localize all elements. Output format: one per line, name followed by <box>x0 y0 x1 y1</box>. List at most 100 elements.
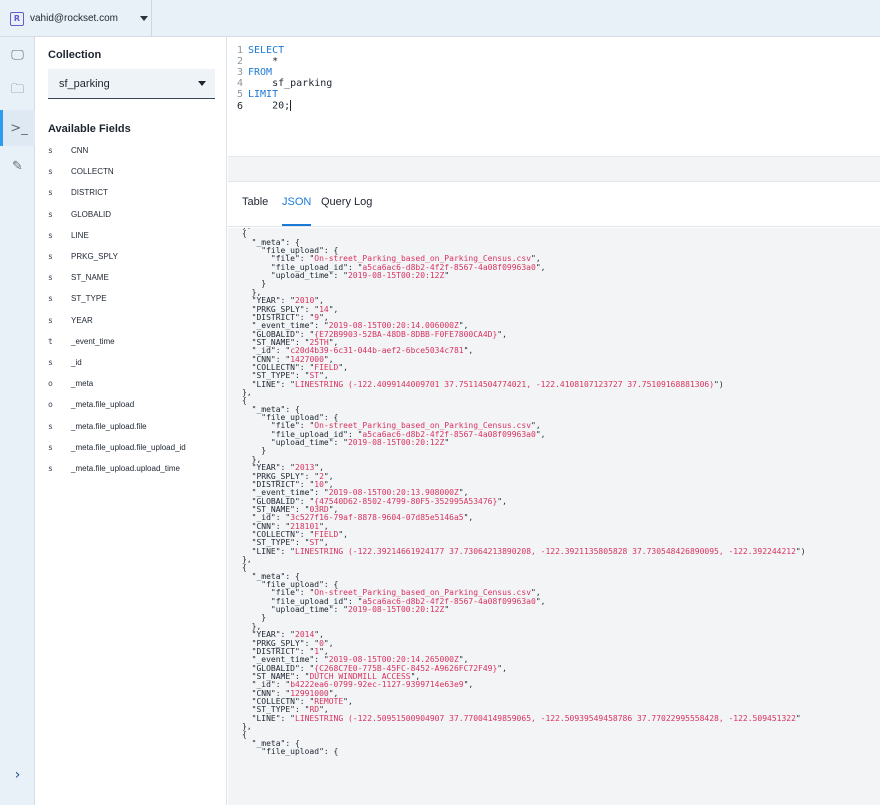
json-line: "ST_NAME": "25TH", <box>242 337 339 347</box>
json-key: "COLLECTN": <box>242 696 310 706</box>
field-type: s <box>48 357 53 367</box>
json-line: "DISTRICT": "9", <box>242 312 329 322</box>
code-text: 20; <box>248 100 291 112</box>
json-key: "ST_TYPE": <box>242 371 305 381</box>
json-value: 25TH <box>309 337 329 347</box>
json-value: {47540D62-8502-4799-80F5-352995A53476} <box>314 496 498 506</box>
field-name: _meta.file_upload.file <box>71 421 147 431</box>
icon-rail: 🖵 🗀 >_ ✎ <box>0 37 35 805</box>
json-line: "PRKG_SPLY": "2", <box>242 471 334 481</box>
tab-table[interactable]: Table <box>242 196 269 208</box>
json-value: 03RD <box>309 504 329 514</box>
terminal-icon[interactable]: >_ <box>0 110 35 146</box>
json-value: DUTCH WINDMILL ACCESS <box>309 671 411 681</box>
field-name: _meta <box>71 379 94 389</box>
json-key: "PRKG_SPLY": <box>242 638 315 648</box>
json-key: "LINE": <box>242 546 291 556</box>
json-line: }, <box>242 288 262 297</box>
account-switcher[interactable]: R vahid@rockset.com <box>0 0 152 37</box>
json-key: "file": <box>242 421 310 431</box>
json-value: a5ca6ac6-d8b2-4f2f-8567-4a08f09963a0 <box>362 262 536 272</box>
field-row[interactable]: s_meta.file_upload.upload_time <box>48 458 228 479</box>
collection-sidebar: Collection sf_parking Available Fields s… <box>35 37 227 805</box>
monitor-icon[interactable]: 🖵 <box>11 47 24 63</box>
wrench-icon[interactable]: ✎ <box>12 158 23 174</box>
json-key: "GLOBALID": <box>242 496 310 506</box>
field-row[interactable]: o_meta.file_upload <box>48 394 228 415</box>
field-name: _event_time <box>71 336 115 346</box>
field-row[interactable]: o_meta <box>48 373 228 394</box>
caret-down-icon <box>198 81 206 86</box>
json-key: "ST_TYPE": <box>242 705 305 715</box>
json-key: "DISTRICT": <box>242 646 310 656</box>
line-number: 2 <box>236 56 243 67</box>
json-line: "DISTRICT": "10", <box>242 479 334 489</box>
json-key: "_event_time": <box>242 655 324 665</box>
tab-query-log[interactable]: Query Log <box>321 196 373 208</box>
json-key: "_id": <box>242 346 286 356</box>
json-line: "_meta": { <box>242 405 300 414</box>
json-key: "LINE": <box>242 713 291 723</box>
field-name: GLOBALID <box>71 209 112 219</box>
json-value: b4222ea6-0799-92ec-1127-9399714e63e9 <box>290 680 464 690</box>
json-line: "PRKG_SPLY": "14", <box>242 304 339 314</box>
json-line: "YEAR": "2014", <box>242 630 324 640</box>
json-value: 14 <box>319 304 329 314</box>
expand-sidebar-icon[interactable]: › <box>14 766 21 783</box>
json-line: "file": "On-street_Parking_based_on_Park… <box>242 588 541 598</box>
json-value: RD <box>309 705 320 715</box>
tab-json[interactable]: JSON <box>282 196 312 226</box>
field-row[interactable]: s_meta.file_upload.file <box>48 415 228 436</box>
json-line: { <box>242 397 247 405</box>
json-value: c20d4b39-6c31-044b-aef2-6bce5034c781 <box>290 346 464 356</box>
json-key: "_event_time": <box>242 488 324 498</box>
field-row[interactable]: s_id <box>48 352 228 373</box>
json-key: "file_upload": { <box>242 246 339 256</box>
json-line: } <box>242 447 266 455</box>
editor-results-divider[interactable] <box>228 156 880 182</box>
field-type: s <box>48 167 53 177</box>
field-row[interactable]: s_meta.file_upload.file_upload_id <box>48 437 228 458</box>
json-line: "DISTRICT": "1", <box>242 646 329 656</box>
line-number: 4 <box>236 78 243 89</box>
field-type: s <box>48 188 53 198</box>
folders-icon[interactable]: 🗀 <box>10 82 24 97</box>
json-line: "_meta": { <box>242 739 300 748</box>
json-line: "ST_TYPE": "RD", <box>242 705 329 715</box>
line-number: 3 <box>236 67 243 78</box>
field-name: LINE <box>71 230 89 240</box>
json-key: }, <box>242 722 252 731</box>
field-row[interactable]: t_event_time <box>48 331 228 352</box>
json-key: "PRKG_SPLY": <box>242 304 315 314</box>
json-value: 1 <box>314 646 320 656</box>
json-value: FIELD <box>314 362 339 372</box>
json-value: REMOTE <box>314 696 344 706</box>
json-results[interactable]: }, { "_meta": { "file_upload": { "file": … <box>228 228 880 805</box>
json-key: "CNN": <box>242 521 286 531</box>
json-key: "ST_NAME": <box>242 504 305 514</box>
json-line: "LINE": "LINESTRING (-122.50951500904907… <box>242 713 801 723</box>
collection-select[interactable]: sf_parking <box>48 69 215 99</box>
field-type: s <box>48 315 53 325</box>
json-value: 1427000 <box>290 354 324 364</box>
json-key: "DISTRICT": <box>242 479 310 489</box>
collection-select-value: sf_parking <box>59 77 110 90</box>
line-number: 6 <box>236 100 243 112</box>
json-line: "_event_time": "2019-08-15T00:20:14.0060… <box>242 321 469 331</box>
json-line: "CNN": "218101", <box>242 521 329 531</box>
json-key: { <box>242 563 247 573</box>
json-key: "upload_time": <box>242 438 344 448</box>
